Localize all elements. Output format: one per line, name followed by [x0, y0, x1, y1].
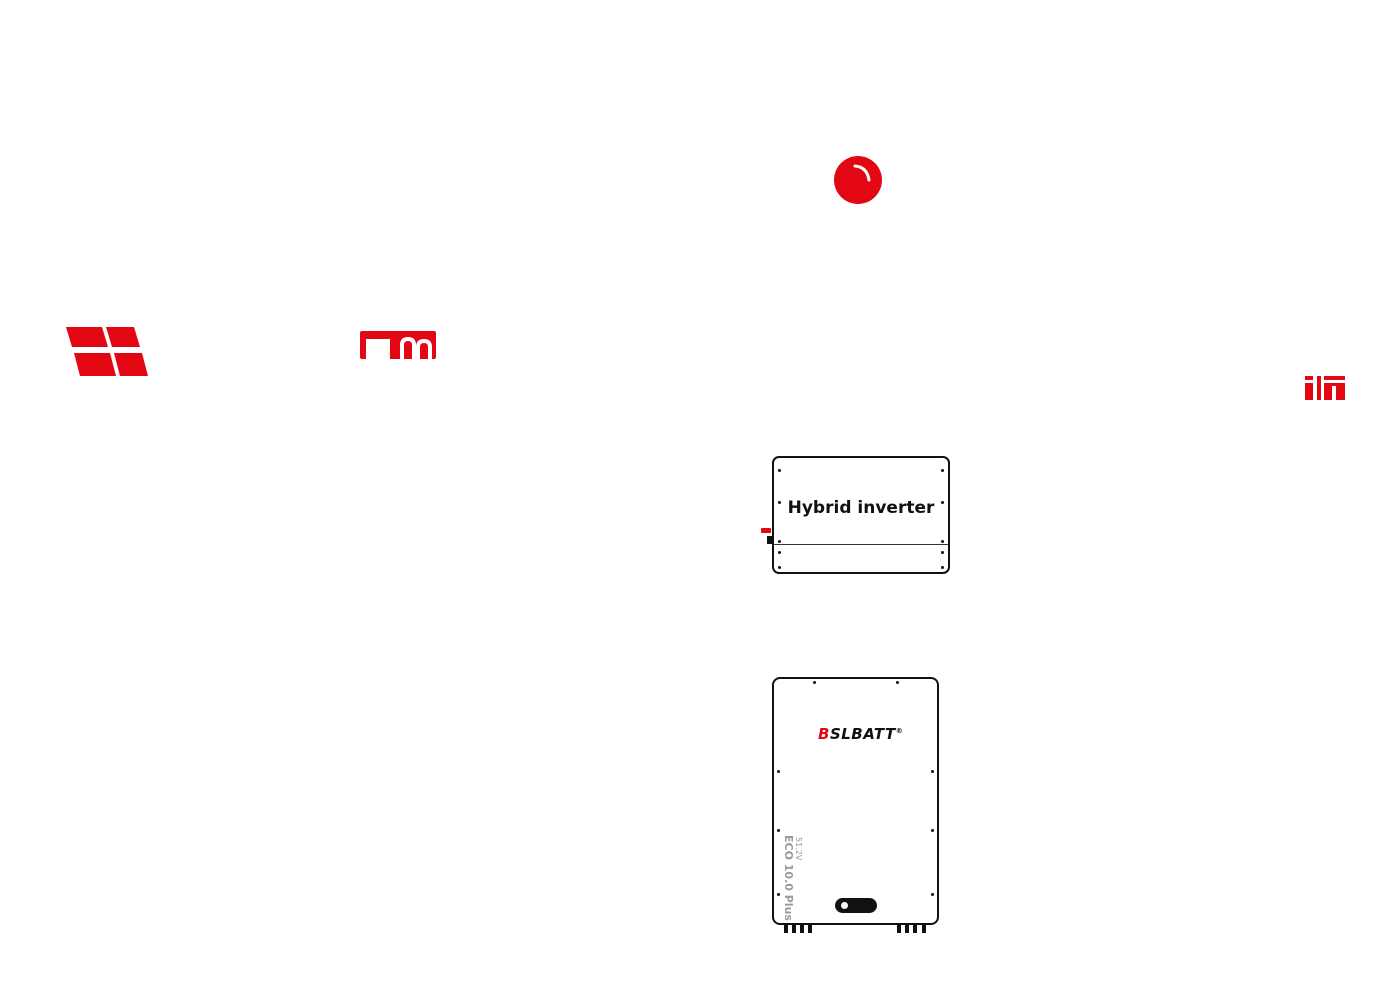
hybrid-inverter: Hybrid inverter: [772, 456, 950, 574]
meter-icon: [360, 331, 436, 359]
screw: [941, 501, 944, 504]
screw: [931, 829, 934, 832]
screw: [777, 770, 780, 773]
battery-model-label: ECO 10.0 Plus: [782, 835, 795, 921]
screw: [931, 770, 934, 773]
screw: [778, 551, 781, 554]
battery-unit: BSLBATT® ECO 10.0 Plus 51.2V: [772, 677, 939, 933]
screw: [778, 469, 781, 472]
battery-handle: [835, 898, 877, 913]
screw: [778, 540, 781, 543]
inverter-label: Hybrid inverter: [787, 498, 935, 518]
screw: [941, 566, 944, 569]
house-icon: [1305, 376, 1345, 400]
screw: [777, 893, 780, 896]
battery-foot: [800, 924, 804, 933]
battery-foot: [897, 924, 901, 933]
screw: [931, 893, 934, 896]
screw: [941, 551, 944, 554]
grid-icon: [834, 156, 882, 204]
battery-brand-logo: BSLBATT®: [818, 725, 904, 743]
screw: [941, 469, 944, 472]
battery-foot: [905, 924, 909, 933]
solar-panel-icon: [66, 327, 148, 376]
screw: [778, 566, 781, 569]
battery-spec-label: 51.2V: [794, 837, 803, 861]
power-button-icon: [841, 902, 848, 909]
battery-foot: [808, 924, 812, 933]
screw: [941, 540, 944, 543]
battery-foot: [913, 924, 917, 933]
screw: [778, 501, 781, 504]
battery-foot: [784, 924, 788, 933]
connector-icon: [761, 528, 772, 544]
battery-foot: [792, 924, 796, 933]
screw: [813, 681, 816, 684]
screw: [777, 829, 780, 832]
inverter-divider: [774, 544, 948, 545]
screw: [896, 681, 899, 684]
battery-foot: [922, 924, 926, 933]
